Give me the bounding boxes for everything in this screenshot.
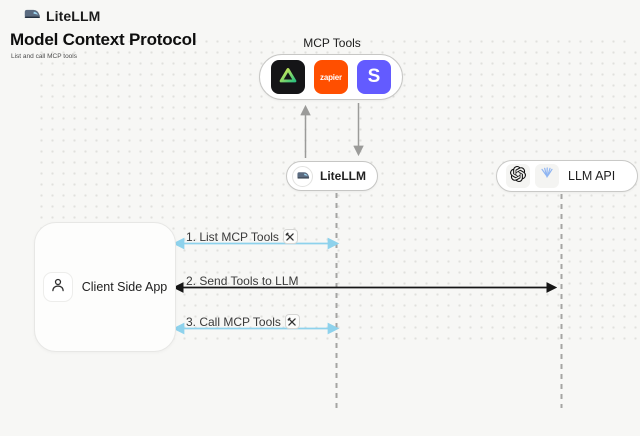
zapier-logo-icon: zapier: [320, 72, 342, 82]
person-icon: [49, 276, 67, 299]
litellm-logo-badge: [292, 165, 313, 187]
page-subtitle: List and call MCP tools: [11, 53, 77, 60]
provider-badge: [535, 164, 559, 188]
openai-icon: [510, 165, 526, 187]
message-send-tools-to-llm: 2. Send Tools to LLM: [186, 273, 299, 288]
message-call-mcp-tools: 3. Call MCP Tools: [186, 314, 300, 329]
client-side-app-node: Client Side App: [34, 222, 176, 352]
llm-api-node-label: LLM API: [568, 169, 616, 183]
message-3-label: 3. Call MCP Tools: [186, 314, 281, 329]
message-1-label: 1. List MCP Tools: [186, 229, 279, 244]
triangle-gradient-icon: [277, 64, 299, 91]
litellm-node: LiteLLM: [286, 161, 378, 191]
brand: LiteLLM: [23, 7, 100, 25]
mcp-tool-zapier: zapier: [314, 60, 348, 94]
crossed-tools-icon: [282, 229, 298, 244]
brand-label: LiteLLM: [46, 8, 101, 24]
crossed-tools-icon: [284, 314, 300, 329]
page-title: Model Context Protocol: [10, 30, 197, 49]
stripe-logo-icon: S: [367, 66, 381, 87]
person-badge: [42, 272, 73, 302]
mcp-tools-label: MCP Tools: [303, 36, 361, 50]
mcp-tools-pill: zapier S: [259, 54, 403, 100]
mcp-tool-stripe: S: [357, 60, 391, 94]
mcp-tool-triangle: [271, 60, 305, 94]
litellm-node-label: LiteLLM: [320, 169, 366, 183]
openai-badge: [506, 164, 530, 188]
message-list-mcp-tools: 1. List MCP Tools: [186, 229, 298, 244]
message-2-label: 2. Send Tools to LLM: [186, 273, 299, 288]
client-node-label: Client Side App: [81, 280, 168, 294]
litellm-train-icon: [23, 7, 41, 25]
llm-api-node: LLM API: [496, 160, 638, 192]
provider-icon: [539, 166, 555, 187]
litellm-train-icon: [296, 167, 310, 185]
